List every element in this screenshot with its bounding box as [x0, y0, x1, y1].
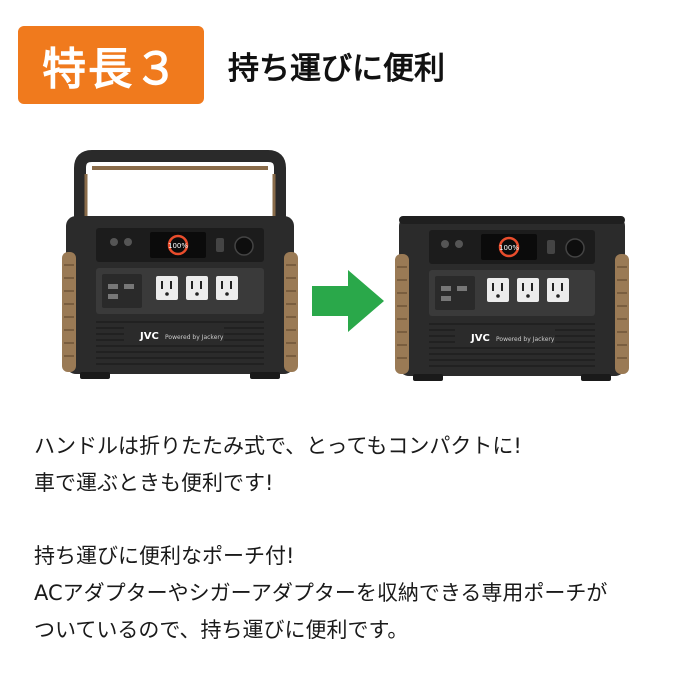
power-station-handle-folded-image: 100% JVC Powered by Jackery	[393, 210, 633, 385]
brand-logo-folded: JVC	[470, 333, 490, 344]
arrow-right-icon	[312, 270, 384, 336]
description-paragraph-2: 持ち運びに便利なポーチ付! ACアダプターやシガーアダプターを収納できる専用ポー…	[34, 538, 607, 649]
power-station-handle-up-image: 100% JVC Powered by Jackery	[60, 150, 310, 385]
page-title: 持ち運びに便利	[228, 50, 445, 87]
feature-badge: 特長３	[18, 26, 204, 104]
description-paragraph-1: ハンドルは折りたたみ式で、とってもコンパクトに! 車で運ぶときも便利です!	[34, 428, 522, 502]
feature-badge-label: 特長３	[42, 44, 180, 95]
description-line: ついているので、持ち運びに便利です。	[34, 618, 409, 642]
powered-by-label: Powered by Jackery	[165, 334, 224, 341]
description-line: 車で運ぶときも便利です!	[34, 471, 274, 495]
description-line: 持ち運びに便利なポーチ付!	[34, 544, 295, 568]
display-percent: 100%	[168, 242, 188, 250]
description-line: ACアダプターやシガーアダプターを収納できる専用ポーチが	[34, 581, 608, 605]
brand-logo: JVC	[139, 331, 159, 342]
powered-by-label-folded: Powered by Jackery	[496, 336, 555, 343]
description-line: ハンドルは折りたたみ式で、とってもコンパクトに!	[34, 434, 522, 458]
display-percent-folded: 100%	[499, 244, 519, 252]
